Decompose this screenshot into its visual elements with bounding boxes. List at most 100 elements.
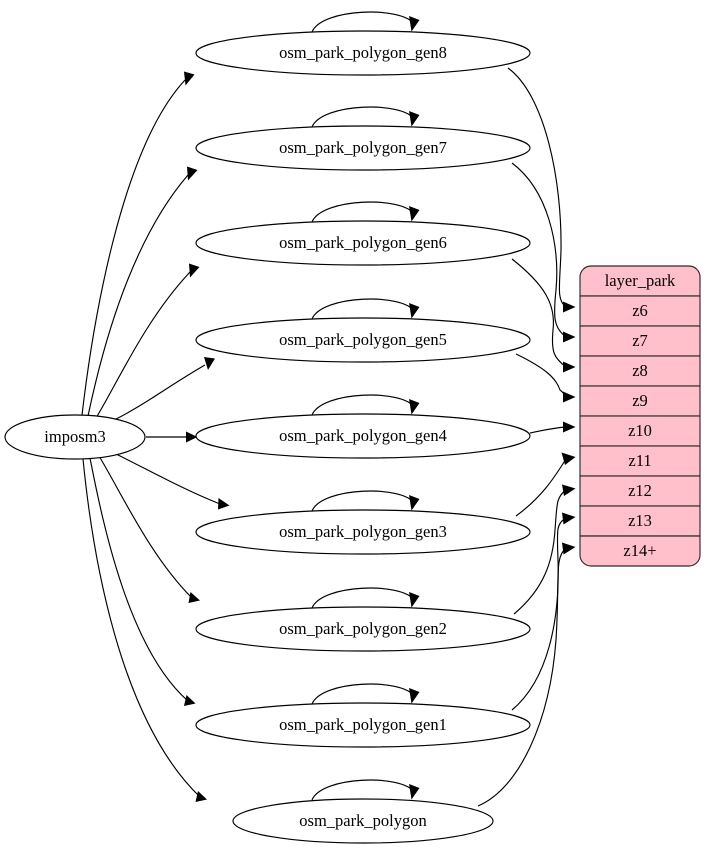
arrowhead-gen3 <box>218 498 230 510</box>
gen1-ellipse[interactable] <box>195 702 531 748</box>
base-ellipse[interactable] <box>232 798 494 844</box>
edge-imposm3-to-gen7 <box>87 174 189 417</box>
self-loop-arrowhead-gen1 <box>409 688 420 704</box>
gen3-label: osm_park_polygon_gen3 <box>279 522 447 541</box>
edge-gen7-to-z7 <box>511 162 567 338</box>
gen2-label: osm_park_polygon_gen2 <box>279 619 447 638</box>
gen7-ellipse[interactable] <box>195 125 531 171</box>
layer-park-label-z7: z7 <box>632 331 648 350</box>
edge-base-to-z14 <box>477 547 567 807</box>
node-gen3[interactable]: osm_park_polygon_gen3 <box>195 509 531 555</box>
layer-park-label-z10: z10 <box>628 421 652 440</box>
node-gen7[interactable]: osm_park_polygon_gen7 <box>195 125 531 171</box>
edges-source-to-tables <box>81 79 221 798</box>
node-gen2[interactable]: osm_park_polygon_gen2 <box>195 606 531 652</box>
arrowhead-gen8 <box>184 71 195 86</box>
gen4-ellipse[interactable] <box>195 413 531 459</box>
gen4-label: osm_park_polygon_gen4 <box>279 426 447 445</box>
self-loop-gen8 <box>311 11 415 33</box>
layer-park-label-z9: z9 <box>632 391 648 410</box>
layer-park-row-z7[interactable] <box>579 325 701 357</box>
node-gen1[interactable]: osm_park_polygon_gen1 <box>195 702 531 748</box>
arrowhead-z11 <box>561 452 576 465</box>
layer-park-row-z14[interactable] <box>579 535 701 567</box>
self-loop-arrowhead-gen8 <box>409 16 420 32</box>
layer-park-row-z11[interactable] <box>579 445 701 477</box>
base-label: osm_park_polygon <box>299 811 426 830</box>
layer-park-label-z12: z12 <box>628 481 652 500</box>
arrowhead-z14 <box>562 542 576 555</box>
self-loop-arrowhead-gen5 <box>409 303 420 319</box>
self-loop-gen6 <box>311 201 415 223</box>
node-imposm3[interactable]: imposm3 <box>4 414 146 460</box>
edge-imposm3-to-gen5 <box>109 364 206 423</box>
gen5-label: osm_park_polygon_gen5 <box>279 330 447 349</box>
edge-imposm3-to-gen8 <box>81 79 186 416</box>
self-loop-gen2 <box>311 587 415 609</box>
edge-gen3-to-z11 <box>515 458 567 517</box>
gen2-ellipse[interactable] <box>195 606 531 652</box>
arrowhead-z6 <box>563 301 576 313</box>
edge-imposm3-to-gen3 <box>111 451 221 505</box>
node-gen6[interactable]: osm_park_polygon_gen6 <box>195 220 531 266</box>
layer-park-label-z11: z11 <box>628 451 651 470</box>
gen5-ellipse[interactable] <box>195 317 531 363</box>
gen8-ellipse[interactable] <box>195 30 531 76</box>
layer-park-header-cell <box>579 265 701 297</box>
layer-park-label-z13: z13 <box>628 511 652 530</box>
self-loop-base <box>311 779 415 801</box>
layer-park-label-z14: z14+ <box>623 541 656 560</box>
layer-park-row-z12[interactable] <box>579 475 701 507</box>
gen1-label: osm_park_polygon_gen1 <box>279 715 447 734</box>
edge-imposm3-to-base <box>82 458 201 798</box>
arrowhead-gen4 <box>186 431 198 443</box>
node-layer-park[interactable]: layer_park z6 z7 z8 z9 z10 z11 z12 z13 z… <box>579 265 701 567</box>
arrowhead-gen5 <box>204 357 215 370</box>
arrowhead-z7 <box>563 331 576 343</box>
edge-gen2-to-z12 <box>513 489 567 615</box>
gen6-label: osm_park_polygon_gen6 <box>279 233 447 252</box>
edge-imposm3-to-gen6 <box>95 271 191 419</box>
edges-tables-to-layer <box>477 67 576 807</box>
layer-park-row-z6[interactable] <box>579 295 701 327</box>
arrowhead-gen2 <box>188 592 200 603</box>
imposm3-label: imposm3 <box>44 427 105 446</box>
arrowhead-z8 <box>563 361 576 373</box>
layer-park-row-z13[interactable] <box>579 505 701 537</box>
node-gen5[interactable]: osm_park_polygon_gen5 <box>195 317 531 363</box>
arrowhead-z12 <box>562 484 576 496</box>
self-loop-gen5 <box>311 298 415 320</box>
self-loop-gen1 <box>311 683 415 705</box>
self-loop-arrowhead-gen2 <box>409 592 420 608</box>
layer-park-label-z8: z8 <box>632 361 648 380</box>
layer-park-header-label: layer_park <box>605 271 676 290</box>
node-base[interactable]: osm_park_polygon <box>232 798 494 844</box>
self-loop-arrowhead-gen4 <box>409 399 420 415</box>
arrowhead-gen1 <box>184 695 196 706</box>
self-loops <box>311 11 420 801</box>
arrowhead-z13 <box>562 512 576 525</box>
self-loop-arrowhead-gen3 <box>409 495 420 511</box>
arrowhead-z10 <box>563 421 576 433</box>
edge-gen1-to-z13 <box>511 517 567 711</box>
self-loop-gen3 <box>311 490 415 512</box>
layer-park-label-z6: z6 <box>632 301 648 320</box>
edge-gen4-to-z10 <box>529 426 567 434</box>
gen3-ellipse[interactable] <box>195 509 531 555</box>
edge-imposm3-to-gen2 <box>98 455 193 599</box>
edge-gen8-to-z6 <box>507 67 567 308</box>
self-loop-gen4 <box>311 394 415 416</box>
gen8-label: osm_park_polygon_gen8 <box>279 43 447 62</box>
layer-park-row-z10[interactable] <box>579 415 701 447</box>
imposm3-ellipse[interactable] <box>4 414 146 460</box>
edge-gen6-to-z8 <box>511 258 567 368</box>
node-gen8[interactable]: osm_park_polygon_gen8 <box>195 30 531 76</box>
arrowhead-gen6 <box>189 263 200 278</box>
self-loop-arrowhead-gen7 <box>409 111 420 127</box>
gen6-ellipse[interactable] <box>195 220 531 266</box>
gen7-label: osm_park_polygon_gen7 <box>279 138 447 157</box>
edge-imposm3-to-gen1 <box>89 457 189 702</box>
node-gen4[interactable]: osm_park_polygon_gen4 <box>195 413 531 459</box>
